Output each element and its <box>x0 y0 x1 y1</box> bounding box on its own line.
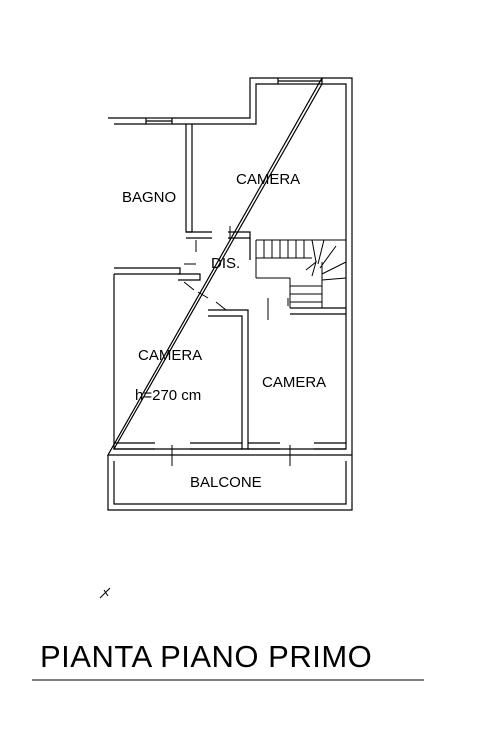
room-label-ceiling-height: h=270 cm <box>135 387 201 404</box>
stray-mark <box>99 587 111 599</box>
room-label-camera-top: CAMERA <box>236 171 300 188</box>
room-label-balcone: BALCONE <box>190 474 262 491</box>
room-label-disimpegno: DIS. <box>211 255 240 272</box>
room-label-camera-right: CAMERA <box>262 374 326 391</box>
room-label-bagno: BAGNO <box>122 189 176 206</box>
balcony <box>107 455 353 511</box>
door-swings <box>171 226 291 466</box>
staircase <box>255 239 347 309</box>
room-label-camera-left: CAMERA <box>138 347 202 364</box>
page-title: PIANTA PIANO PRIMO <box>40 639 372 674</box>
interior-walls <box>113 124 346 450</box>
